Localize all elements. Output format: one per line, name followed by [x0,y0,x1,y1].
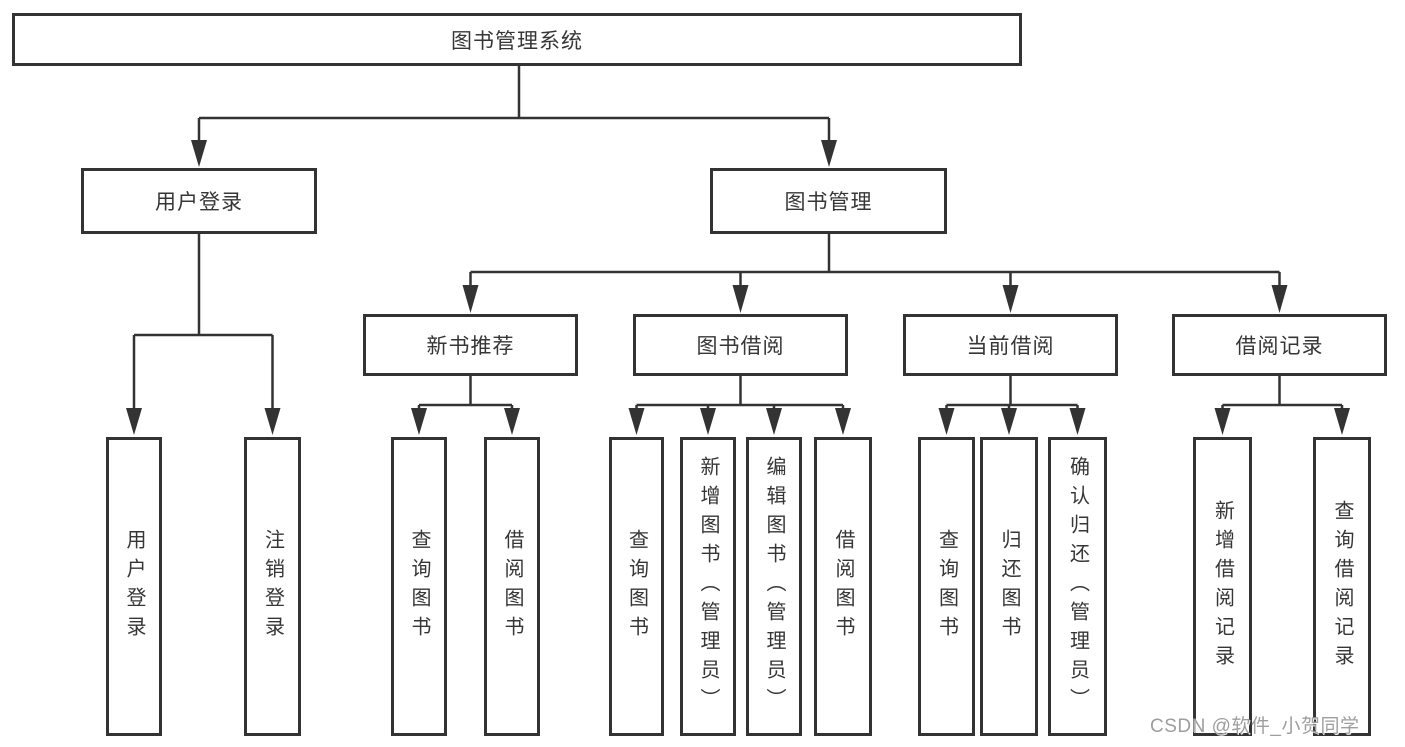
node-label: 新增借阅记录 [1211,499,1234,674]
node-borrowing-records: 借阅记录 [1172,314,1387,376]
node-leaf-query-books-3: 查询图书 [918,437,975,736]
watermark: CSDN @软件_小贺同学 [1150,716,1360,737]
edges-current-borrowing [938,376,1086,435]
node-label: 图书借阅 [696,335,785,358]
node-label: 用户登录 [155,191,243,214]
node-label: 借阅记录 [1235,335,1324,358]
node-leaf-query-books-1: 查询图书 [391,437,447,736]
node-leaf-confirm-return-admin: 确认归还（管理员） [1048,437,1107,736]
node-label: 查询借阅记录 [1331,499,1353,674]
edges-book-borrowing [628,376,851,435]
node-leaf-add-borrow-record: 新增借阅记录 [1193,437,1252,736]
node-leaf-query-borrow-record: 查询借阅记录 [1313,437,1371,736]
node-label: 借阅图书 [501,528,523,645]
edges-new-book-recommendation [411,376,520,435]
edges-user-login [126,234,281,435]
node-label: 查询图书 [935,528,958,645]
node-current-borrowing: 当前借阅 [903,314,1118,376]
node-label: 当前借阅 [966,335,1055,358]
edges-borrowing-records [1214,376,1350,435]
node-label: 归还图书 [998,528,1020,645]
node-leaf-user-login: 用户登录 [106,437,162,736]
node-leaf-return-books: 归还图书 [980,437,1038,736]
node-label: 查询图书 [625,528,648,645]
node-label: 新书推荐 [426,335,515,358]
node-leaf-edit-book-admin: 编辑图书（管理员） [746,437,802,736]
node-leaf-borrow-books-2: 借阅图书 [814,437,872,736]
node-leaf-add-book-admin: 新增图书（管理员） [680,437,736,736]
edges-root [191,66,837,167]
node-label: 编辑图书（管理员） [763,456,785,717]
node-label: 新增图书（管理员） [697,456,719,717]
node-leaf-query-books-2: 查询图书 [609,437,664,736]
node-label: 查询图书 [408,528,430,645]
node-label: 注销登录 [261,528,284,645]
node-label: 确认归还（管理员） [1066,456,1089,717]
node-book-borrowing: 图书借阅 [633,314,848,376]
node-leaf-borrow-books-1: 借阅图书 [484,437,540,736]
node-new-book-recommendation: 新书推荐 [363,314,578,376]
node-user-login: 用户登录 [81,168,317,234]
node-label: 用户登录 [123,528,145,645]
node-book-management: 图书管理 [710,168,947,234]
node-leaf-logout: 注销登录 [244,437,301,736]
edges-book-management [462,234,1288,313]
node-label: 图书管理系统 [451,29,583,53]
node-label: 图书管理 [784,191,873,214]
node-label: 借阅图书 [832,528,854,645]
node-library-management-system: 图书管理系统 [12,13,1022,66]
